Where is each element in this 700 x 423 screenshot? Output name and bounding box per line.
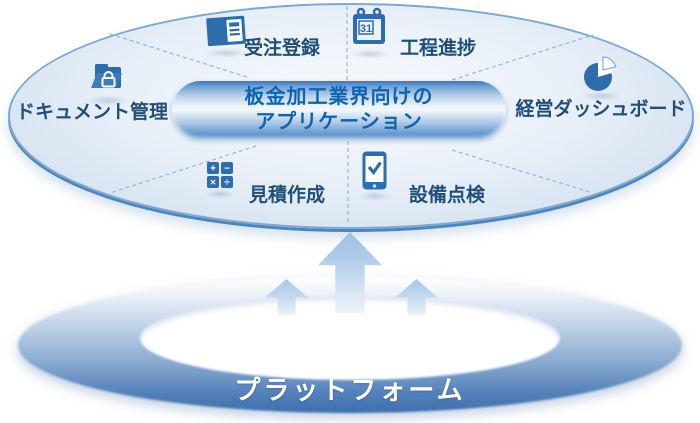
center-capsule: 板金加工業界向けの アプリケーション [172, 81, 506, 139]
app-label-document-management: ドキュメント管理 [15, 102, 168, 123]
folder-shadow [88, 96, 128, 105]
calc-times-glyph: × [210, 178, 216, 189]
app-label-quotation-creation: 見積作成 [248, 185, 325, 206]
calendar-shadow [351, 50, 389, 58]
order-book-shadow [205, 49, 247, 57]
app-label-order-registration: 受注登録 [243, 38, 320, 59]
center-capsule-line1: 板金加工業界向けの [244, 86, 434, 108]
app-label-management-dashboard: 経営ダッシュボード [515, 99, 687, 120]
calc-divide-glyph: ÷ [224, 178, 230, 189]
folder-lock-icon [91, 64, 122, 88]
calc-plus-glyph: + [210, 164, 216, 175]
order-book-icon [206, 15, 246, 47]
calendar-day-number: 31 [360, 23, 372, 35]
platform-label: プラットフォーム [234, 375, 466, 405]
pie-chart-icon [584, 56, 617, 91]
smartphone-check-icon [362, 151, 387, 190]
smartphone-shadow [360, 192, 390, 200]
calculator-shadow [206, 190, 234, 198]
center-capsule-line2: アプリケーション [255, 111, 423, 133]
calendar-icon: 31 [353, 7, 385, 44]
pie-chart-shadow [581, 92, 621, 100]
calculator-icon: + − × ÷ [207, 162, 233, 189]
calc-minus-glyph: − [224, 164, 230, 175]
app-label-equipment-inspection: 設備点検 [408, 185, 485, 206]
app-label-process-progress: 工程進捗 [399, 38, 476, 59]
